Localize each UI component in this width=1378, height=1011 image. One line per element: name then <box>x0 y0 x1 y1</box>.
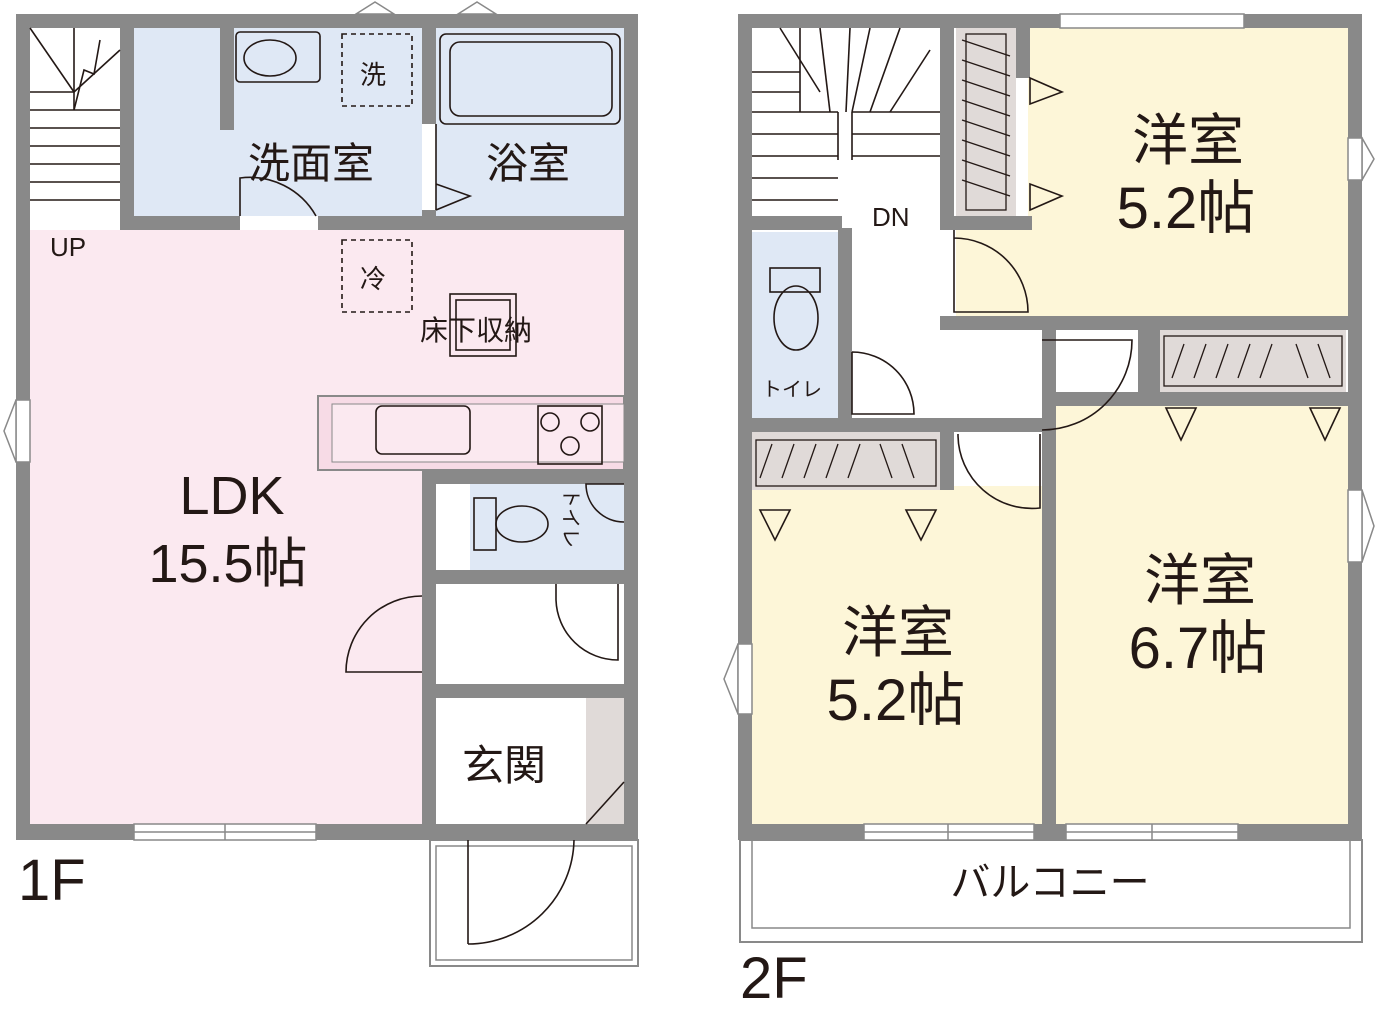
dn-label: DN <box>872 202 910 232</box>
toilet-room-2f <box>752 232 838 418</box>
entrance-label: 玄関 <box>462 741 546 790</box>
shoe-closet <box>586 698 624 824</box>
toilet-1f-label: トイレ <box>559 488 583 548</box>
closet-se <box>1160 330 1346 392</box>
hall-1f <box>436 584 626 684</box>
floor-1-label: 1F <box>18 848 86 913</box>
bedroom-ne-size: 5.2帖 <box>1117 176 1256 241</box>
underfloor-label: 床下収納 <box>420 314 532 347</box>
bathroom-label: 浴室 <box>486 139 570 188</box>
bedroom-sw-name: 洋室 <box>842 601 954 666</box>
washer-label: 洗 <box>360 61 386 91</box>
bedroom-sw-size: 5.2帖 <box>827 668 966 733</box>
bedroom-ne <box>1028 28 1348 316</box>
closet-sw <box>752 432 940 490</box>
bathroom-room <box>436 28 626 216</box>
ldk-room <box>30 230 422 824</box>
bedroom-se <box>1056 406 1348 824</box>
floor-2-plan <box>723 13 1375 943</box>
bedroom-sw <box>752 486 1042 824</box>
floor-2-label: 2F <box>740 946 808 1011</box>
balcony-label: バルコニー <box>950 860 1149 906</box>
fridge-label: 冷 <box>360 265 386 295</box>
washroom-room <box>134 28 422 216</box>
bedroom-ne-name: 洋室 <box>1132 109 1244 174</box>
toilet-2f-label: トイレ <box>762 377 822 401</box>
ldk-name: LDK <box>179 466 284 526</box>
ldk-size: 15.5帖 <box>148 534 307 594</box>
bedroom-se-name: 洋室 <box>1144 549 1256 614</box>
stair-1f <box>30 28 120 218</box>
bedroom-se-size: 6.7帖 <box>1129 616 1268 681</box>
entrance-room <box>436 698 582 824</box>
floor-1-plan <box>3 1 639 967</box>
up-label: UP <box>50 232 86 262</box>
washroom-label: 洗面室 <box>248 139 374 188</box>
